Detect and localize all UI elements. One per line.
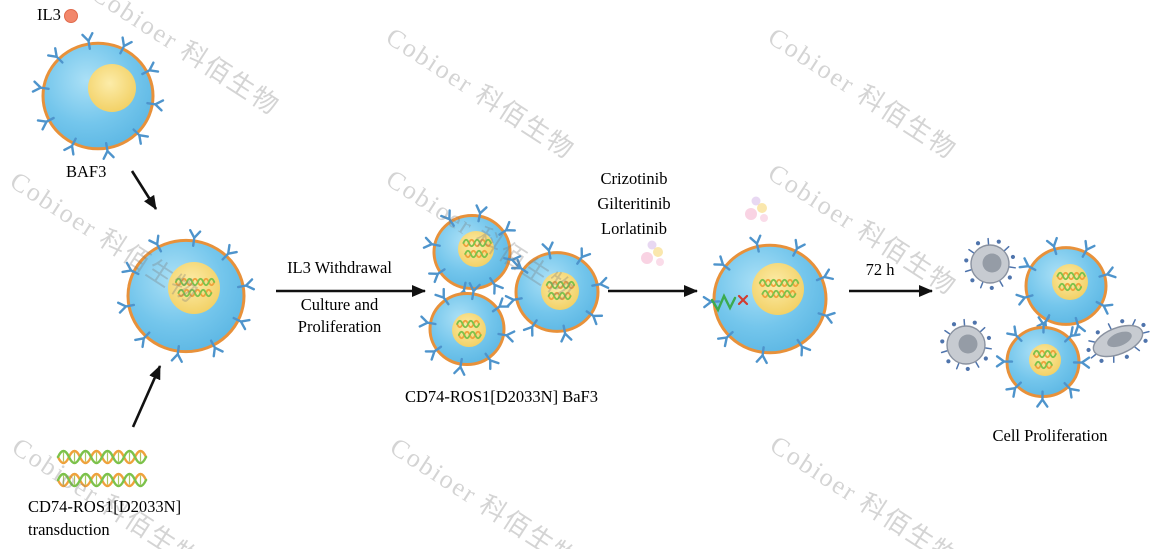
- receptor-icon: [475, 204, 488, 223]
- arrow-transduction: [131, 365, 162, 428]
- receptor-icon: [541, 241, 554, 260]
- receptor-icon: [510, 258, 529, 274]
- receptor-icon: [1064, 326, 1081, 343]
- receptor-icon: [815, 268, 834, 282]
- receptor-icon: [591, 276, 610, 290]
- receptor-icon: [995, 355, 1014, 368]
- cluster-cell-bottom: [418, 282, 516, 376]
- receptor-icon: [119, 36, 133, 55]
- dna-helix-graphic: [56, 449, 148, 488]
- receptor-icon: [1081, 239, 1096, 258]
- receptor-icon: [1036, 390, 1049, 408]
- treated-cell: [702, 234, 836, 365]
- receptor-icon: [81, 32, 94, 51]
- receptor-icon: [716, 330, 734, 348]
- receptor-icon: [31, 80, 50, 93]
- cluster-cell-right: [504, 241, 610, 343]
- receptor-icon: [132, 128, 149, 145]
- transduced-cell: [116, 229, 256, 363]
- receptor-icon: [1074, 316, 1087, 336]
- apoptotic-cell-3: [1086, 319, 1150, 364]
- receptor-icon: [428, 268, 446, 284]
- inhibited-kinase-molecule: [710, 293, 749, 313]
- receptor-icon: [489, 277, 504, 295]
- receptor-icon: [713, 255, 731, 271]
- il3-molecule: [64, 9, 78, 23]
- arrows-layer: [130, 170, 933, 428]
- receptor-icon: [484, 352, 500, 371]
- receptor-icon: [236, 278, 256, 291]
- cells-layer: [31, 32, 1150, 408]
- receptor-icon: [209, 339, 224, 358]
- baf3-cell: [31, 32, 165, 160]
- apoptotic-cell-1: [964, 237, 1016, 291]
- drug-molecules-1: [641, 240, 664, 266]
- receptor-icon: [1018, 257, 1037, 272]
- receptor-icon: [497, 330, 516, 343]
- receptor-icon: [121, 261, 140, 276]
- receptor-icon: [792, 238, 806, 257]
- receptor-icon: [503, 255, 522, 268]
- apoptotic-cell-2: [940, 318, 992, 372]
- receptor-icon: [134, 331, 151, 349]
- receptor-icon: [498, 220, 516, 236]
- receptor-icon: [504, 294, 523, 308]
- receptor-icon: [418, 315, 437, 328]
- receptor-icon: [189, 229, 202, 247]
- receptor-icon: [1015, 293, 1034, 306]
- receptor-icon: [170, 345, 183, 363]
- receptor-icon: [440, 209, 455, 227]
- proliferating-cell-2: [995, 316, 1091, 408]
- receptor-icon: [749, 234, 762, 253]
- proliferating-cell-1: [1015, 236, 1117, 336]
- receptor-icon: [1006, 325, 1023, 342]
- receptor-icon: [221, 243, 238, 261]
- receptor-icon: [116, 301, 136, 314]
- receptor-icon: [102, 141, 115, 160]
- decorations-layer: [56, 9, 768, 488]
- arrow-baf3-to-transduced: [130, 170, 158, 210]
- receptor-icon: [817, 311, 836, 324]
- receptor-icon: [434, 287, 450, 306]
- receptor-icon: [1072, 356, 1091, 369]
- receptor-icon: [560, 324, 573, 343]
- receptor-icon: [468, 282, 481, 301]
- cluster-cell-top: [422, 204, 522, 300]
- receptor-icon: [796, 338, 812, 357]
- receptor-icon: [232, 316, 251, 331]
- receptor-icon: [1045, 236, 1058, 256]
- receptor-icon: [422, 236, 441, 249]
- receptor-icon: [1037, 316, 1050, 334]
- receptor-icon: [1098, 266, 1117, 279]
- receptor-icon: [522, 319, 538, 337]
- receptor-icon: [491, 297, 510, 313]
- receptor-icon: [755, 346, 768, 365]
- receptor-icon: [585, 310, 604, 326]
- drug-molecules-2: [745, 196, 768, 222]
- receptor-icon: [576, 247, 592, 265]
- receptor-icon: [36, 116, 55, 131]
- receptor-icon: [453, 357, 466, 376]
- receptor-icon: [148, 234, 163, 253]
- receptor-icon: [424, 345, 443, 361]
- receptor-icon: [47, 47, 64, 64]
- receptor-icon: [141, 61, 160, 76]
- receptor-icon: [1005, 381, 1022, 398]
- receptor-icon: [63, 137, 77, 156]
- receptor-icon: [1095, 300, 1114, 315]
- receptor-icon: [146, 99, 165, 112]
- receptor-icon: [1063, 382, 1080, 399]
